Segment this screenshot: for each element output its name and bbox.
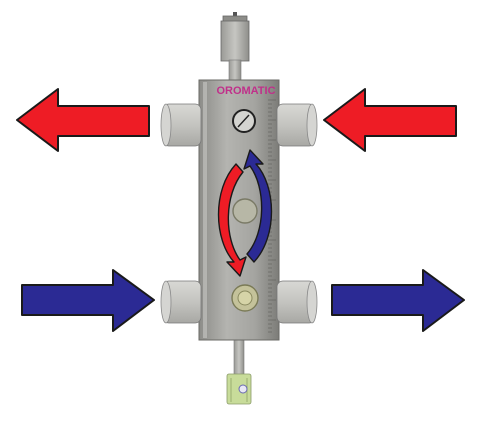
cold-outlet-right-arrow [331, 269, 465, 332]
vent-cap [233, 12, 237, 18]
drain-stem [233, 337, 245, 377]
pipe-stubs [160, 103, 318, 324]
hot-circulation-arrow [217, 163, 247, 277]
drain-assembly [226, 337, 252, 405]
air-vent [220, 12, 250, 81]
cold-circulation-arrow [243, 149, 273, 263]
hot-inlet-right-arrow [323, 88, 457, 152]
flow-arrows [16, 88, 465, 332]
thermometer-gauge [232, 109, 256, 133]
circulation-arrows [217, 149, 273, 277]
internal-port-middle [232, 198, 258, 224]
hot-outlet-left-arrow [16, 88, 150, 152]
cold-inlet-left-arrow [21, 269, 155, 332]
vent-body [220, 20, 250, 62]
drain-knob [238, 384, 248, 394]
brand-label: OROMATIC [216, 85, 275, 97]
vent-stem [228, 59, 242, 81]
